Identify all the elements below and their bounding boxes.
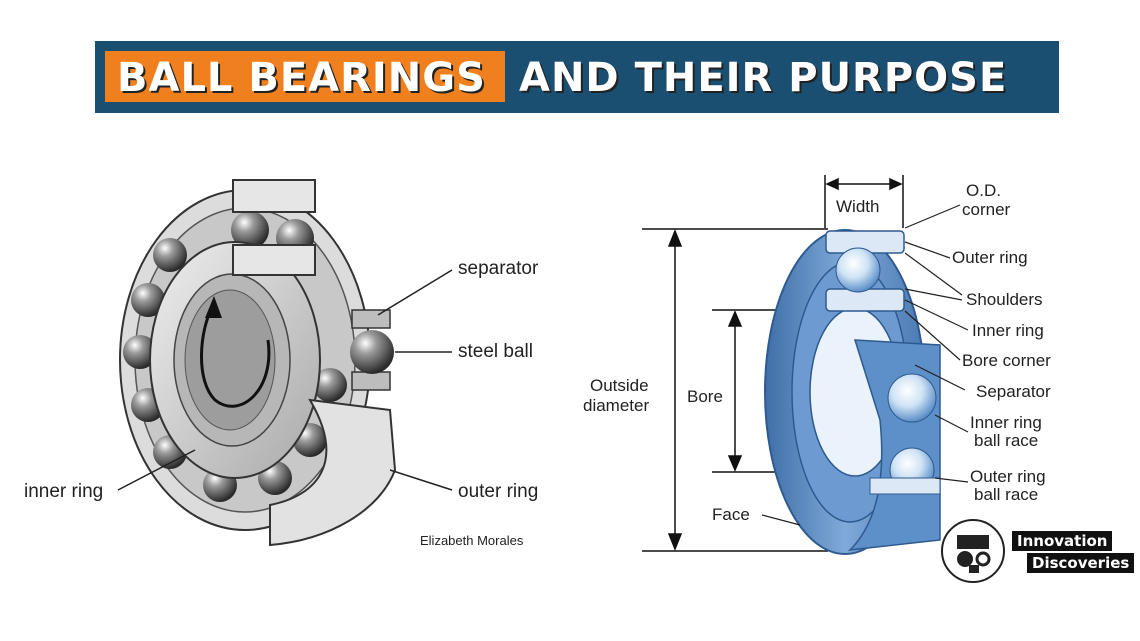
left-cutaway-block xyxy=(232,179,316,276)
right-bearing-body xyxy=(764,229,941,555)
brand-line2: Discoveries xyxy=(1027,553,1135,573)
label-separator: separator xyxy=(458,258,539,279)
title-rest: AND THEIR PURPOSE xyxy=(519,55,1008,101)
rotation-arrowhead xyxy=(205,296,222,318)
label-inner-race-2: ball race xyxy=(974,431,1039,450)
label-face: Face xyxy=(712,505,750,524)
left-outer-ring-cut xyxy=(269,398,397,547)
right-leader-lines xyxy=(761,204,969,526)
title-highlight: BALL BEARINGS xyxy=(117,55,486,101)
label-inner-ring: inner ring xyxy=(24,481,104,502)
label-shoulders: Shoulders xyxy=(966,290,1043,309)
right-dimension-lines xyxy=(642,175,904,552)
separator-piece-lower xyxy=(351,371,391,391)
label-outer-race-2: ball race xyxy=(974,485,1039,504)
label-separator-right: Separator xyxy=(976,382,1051,401)
label-inner-race-1: Inner ring xyxy=(970,413,1042,432)
label-steel-ball: steel ball xyxy=(458,341,533,362)
label-outside-diameter-1: Outside xyxy=(590,376,649,395)
label-outer-ring: outer ring xyxy=(458,481,539,502)
label-od-corner-2: corner xyxy=(962,200,1011,219)
label-width: Width xyxy=(836,197,880,216)
left-inner-ring xyxy=(149,241,321,479)
label-outer-ring-right: Outer ring xyxy=(952,248,1028,267)
label-inner-ring-right: Inner ring xyxy=(972,321,1044,340)
credit-text: Elizabeth Morales xyxy=(420,533,524,548)
label-bore-corner: Bore corner xyxy=(962,351,1051,370)
steel-ball xyxy=(350,330,394,374)
label-outer-race-1: Outer ring xyxy=(970,467,1046,486)
separator-piece xyxy=(351,309,391,329)
rotation-arrow xyxy=(200,307,271,408)
title-banner: BALL BEARINGS AND THEIR PURPOSE xyxy=(95,41,1059,113)
label-outside-diameter-2: diameter xyxy=(583,396,650,415)
title-highlight-box xyxy=(105,51,505,102)
left-leader-lines xyxy=(117,269,453,491)
brand-line1: Innovation xyxy=(1012,531,1113,551)
label-bore: Bore xyxy=(687,387,723,406)
label-od-corner-1: O.D. xyxy=(966,181,1001,200)
brand-logo-icon xyxy=(941,519,1005,583)
